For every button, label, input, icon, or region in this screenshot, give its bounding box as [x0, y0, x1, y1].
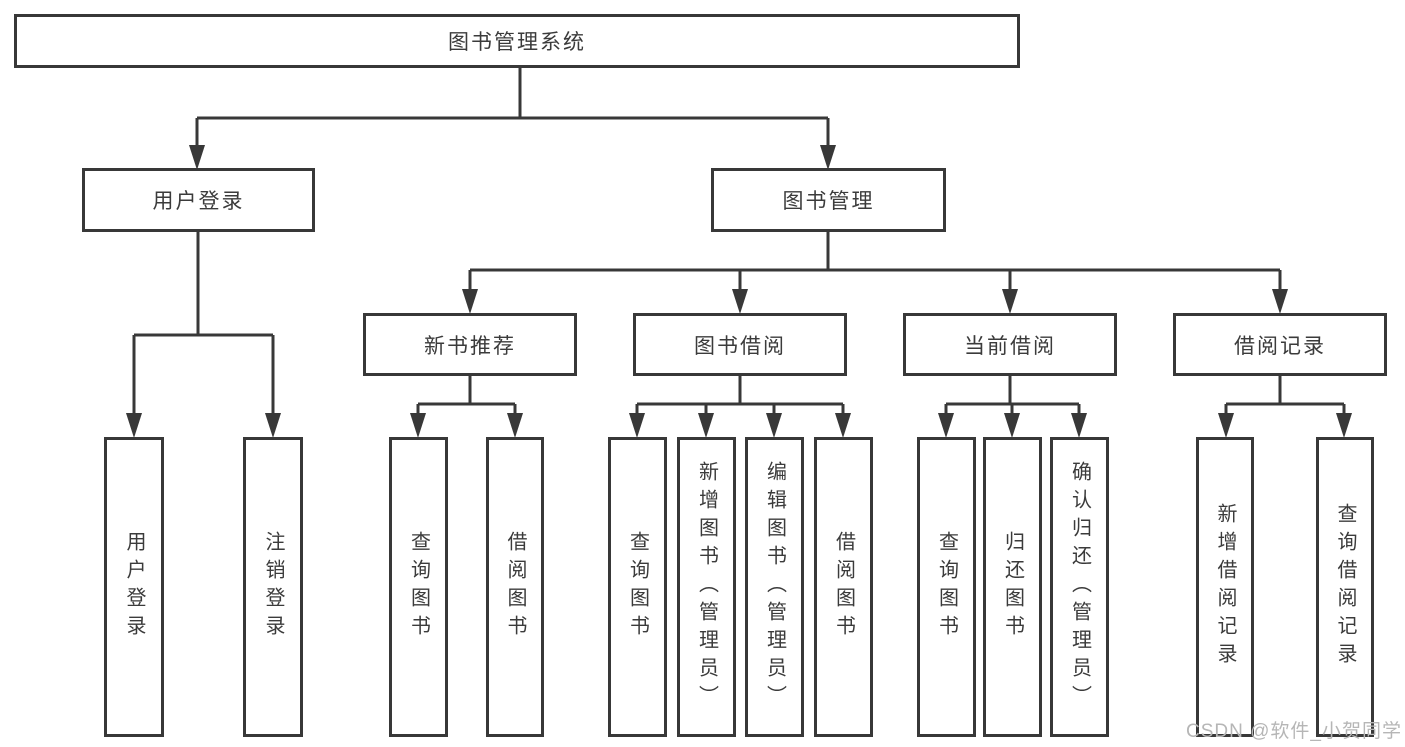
- node-leaf-newbook-query-label: 查询图书: [407, 531, 430, 643]
- node-leaf-user-login-label: 用户登录: [123, 531, 145, 643]
- node-leaf-borrow-borrow-label: 借阅图书: [832, 531, 855, 643]
- node-leaf-records-add: 新增借阅记录: [1196, 437, 1254, 737]
- node-root-label: 图书管理系统: [448, 31, 586, 54]
- csdn-watermark: CSDN @软件_小贺同学: [1186, 721, 1402, 742]
- node-leaf-borrow-add-admin-label: 新增图书（管理员）: [695, 461, 718, 713]
- node-borrowing-records-label: 借阅记录: [1234, 334, 1326, 358]
- node-book-borrowing-label: 图书借阅: [694, 334, 786, 358]
- node-leaf-logout: 注销登录: [243, 437, 303, 737]
- node-leaf-borrow-query: 查询图书: [608, 437, 667, 737]
- node-user-login: 用户登录: [82, 168, 315, 232]
- node-leaf-user-login: 用户登录: [104, 437, 164, 737]
- node-leaf-borrow-add-admin: 新增图书（管理员）: [677, 437, 736, 737]
- node-leaf-newbook-borrow-label: 借阅图书: [504, 531, 526, 643]
- connector-book-management: [462, 232, 1288, 314]
- node-book-management-label: 图书管理: [782, 190, 875, 213]
- node-leaf-logout-label: 注销登录: [262, 531, 284, 643]
- node-leaf-current-query-label: 查询图书: [935, 531, 958, 643]
- node-leaf-records-add-label: 新增借阅记录: [1214, 503, 1236, 671]
- node-leaf-current-return-label: 归还图书: [1001, 531, 1024, 643]
- node-new-book-recommend: 新书推荐: [363, 313, 577, 376]
- node-leaf-newbook-borrow: 借阅图书: [486, 437, 544, 737]
- node-current-borrowing: 当前借阅: [903, 313, 1117, 376]
- node-new-book-recommend-label: 新书推荐: [424, 334, 516, 358]
- connector-book-borrowing: [629, 376, 851, 438]
- node-leaf-current-confirm-admin-label: 确认归还（管理员）: [1068, 461, 1091, 713]
- node-leaf-borrow-edit-admin-label: 编辑图书（管理员）: [763, 461, 786, 713]
- connector-current-borrowing: [938, 376, 1087, 438]
- node-leaf-newbook-query: 查询图书: [389, 437, 448, 737]
- connector-new-book-recommend: [410, 376, 523, 438]
- node-root: 图书管理系统: [14, 14, 1020, 68]
- connector-user-login: [126, 232, 281, 438]
- node-current-borrowing-label: 当前借阅: [964, 334, 1056, 358]
- node-leaf-current-confirm-admin: 确认归还（管理员）: [1050, 437, 1109, 737]
- node-user-login-label: 用户登录: [152, 190, 245, 213]
- connector-borrowing-records: [1218, 376, 1352, 438]
- connector-root: [189, 68, 836, 170]
- node-book-management: 图书管理: [711, 168, 946, 232]
- node-book-borrowing: 图书借阅: [633, 313, 847, 376]
- node-leaf-records-query-label: 查询借阅记录: [1334, 503, 1356, 671]
- node-leaf-borrow-edit-admin: 编辑图书（管理员）: [745, 437, 804, 737]
- node-leaf-current-return: 归还图书: [983, 437, 1042, 737]
- node-leaf-borrow-query-label: 查询图书: [626, 531, 649, 643]
- node-leaf-current-query: 查询图书: [917, 437, 976, 737]
- node-leaf-records-query: 查询借阅记录: [1316, 437, 1374, 737]
- node-borrowing-records: 借阅记录: [1173, 313, 1387, 376]
- node-leaf-borrow-borrow: 借阅图书: [814, 437, 873, 737]
